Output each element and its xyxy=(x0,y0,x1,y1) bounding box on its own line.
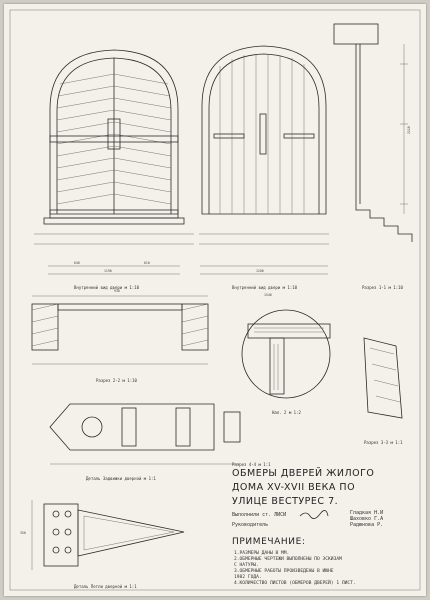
dim-5: 2110 xyxy=(407,126,411,134)
door-chevron-drawing xyxy=(34,49,194,245)
drawing-sheet: 1190 1200 640 610 2110 Внутренний вид дв… xyxy=(4,4,426,596)
note-2: 2.ОБМЕРНЫЕ ЧЕРТЕЖИ ВЫПОЛНЕНЫ ПО ЭСКИЗАМ xyxy=(234,556,342,562)
note-5: 1982 ГОДА. xyxy=(234,574,262,580)
dim-4: 610 xyxy=(144,261,150,265)
caption-latch-detail: Деталь Задвижки дверной м 1:1 xyxy=(86,476,156,481)
dim-7: 1540 xyxy=(264,293,272,297)
name-1: Гладкая Н.И xyxy=(350,510,383,516)
dimension-lines-top xyxy=(48,265,328,275)
hinge-detail xyxy=(31,500,185,570)
title-line-2: ДОМА XV-XVII ВЕКА ПО xyxy=(232,482,355,493)
section-2-2-drawing xyxy=(31,295,209,365)
notes-heading: ПРИМЕЧАНИЕ: xyxy=(232,537,306,547)
note-3: С НАТУРЫ. xyxy=(234,562,259,568)
sheet-border xyxy=(9,9,421,591)
section-1-1-drawing xyxy=(333,23,413,242)
title-line-1: ОБМЕРЫ ДВЕРЕЙ ЖИЛОГО xyxy=(232,467,374,479)
dim-8: 350 xyxy=(20,531,26,535)
drawing-canvas: 1190 1200 640 610 2110 Внутренний вид дв… xyxy=(9,9,421,591)
caption-hinge-detail: Деталь Петли дверной м 1:1 xyxy=(74,584,137,589)
signature-icon xyxy=(299,510,329,519)
caption-section-4-4: Разрез 4-4 м 1:1 xyxy=(232,462,271,467)
section-3-3-drawing xyxy=(363,337,403,419)
latch-detail xyxy=(49,403,241,465)
caption-node-2: Нал. 2 м 1:2 xyxy=(272,410,301,415)
note-4: 3.ОБМЕРНЫЕ РАБОТЫ ПРОИЗВЕДЕНЫ В ИЮНЕ xyxy=(234,568,334,574)
name-3: Радюнова Р. xyxy=(350,522,383,528)
name-2: Шаховко Г.А xyxy=(350,516,383,522)
caption-section-2-2: Разрез 2-2 м 1:10 xyxy=(96,378,138,383)
performed-by: Выполнили ст. ЛИСИ xyxy=(232,512,286,518)
dim-1: 1190 xyxy=(104,269,112,273)
door-planks-drawing xyxy=(199,45,329,245)
dim-3: 640 xyxy=(74,261,80,265)
dim-2: 1200 xyxy=(256,269,264,273)
supervisor-label: Руководитель xyxy=(232,522,268,528)
dim-6: 930 xyxy=(114,289,120,293)
note-6: 4.КОЛИЧЕСТВО ЛИСТОВ (ОБМЕРОВ ДВЕРЕЙ) 1 Л… xyxy=(234,579,356,586)
caption-section-3-3: Разрез 3-3 м 1:1 xyxy=(364,440,403,445)
title-line-3: УЛИЦЕ ВЕСТУРЕС 7. xyxy=(232,496,338,507)
caption-section-1-1: Разрез 1-1 м 1:10 xyxy=(362,285,404,290)
caption-inner-view: Внутренний вид двери м 1:10 xyxy=(74,285,140,290)
caption-outer-view: Внутренний вид двери м 1:10 xyxy=(232,285,298,290)
node-2-detail xyxy=(241,309,331,399)
note-1: 1.РАЗМЕРЫ ДАНЫ В ММ. xyxy=(234,550,289,556)
